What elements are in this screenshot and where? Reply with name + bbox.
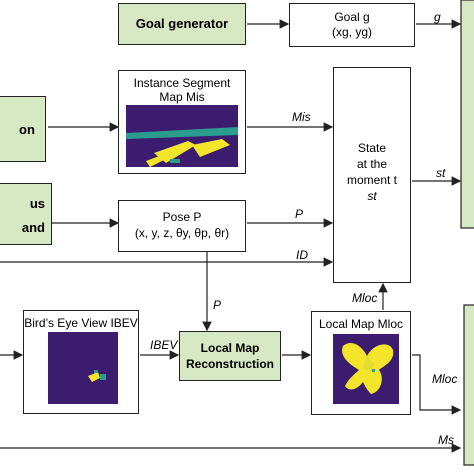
state-box: State at the moment t st <box>333 67 411 283</box>
goal-coords: (xg, yg) <box>331 25 372 39</box>
local-map-image <box>333 334 399 404</box>
local-recon-line-2: Reconstruction <box>185 357 274 371</box>
bev-map-image <box>48 332 118 404</box>
label-m-s: Ms <box>438 433 454 447</box>
label-i-d: ID <box>296 248 308 262</box>
local-recon-line-1: Local Map <box>200 341 260 355</box>
state-line-3: moment t <box>346 173 397 187</box>
arrow-localmap-out <box>412 354 462 415</box>
left-partial-box-2-text-1: us <box>29 196 45 211</box>
left-partial-box-1-text: on <box>19 122 35 137</box>
label-p-right: P <box>295 207 304 221</box>
right-green-box-top <box>460 0 474 229</box>
label-g: g <box>434 10 441 24</box>
instance-title: Instance Segment <box>133 76 231 90</box>
goal-box: Goal g (xg, yg) <box>289 3 415 47</box>
left-partial-box-2: us and <box>0 183 52 245</box>
local-map-title: Local Map Mloc <box>318 317 404 331</box>
goal-generator-label: Goal generator <box>135 16 229 31</box>
instance-subtitle: Map Mis <box>159 90 205 104</box>
local-map-reconstruction-box: Local Map Reconstruction <box>179 331 281 381</box>
label-m-is: Mis <box>292 110 311 124</box>
left-partial-box-2-text-2: and <box>21 220 45 235</box>
right-green-box-bottom <box>463 304 474 466</box>
label-i-bev: IBEV <box>150 338 178 352</box>
instance-segment-map-image <box>126 105 238 167</box>
pose-title: Pose P <box>162 210 202 224</box>
left-partial-box-1: on <box>0 96 46 162</box>
label-m-loc-up: Mloc <box>352 291 378 305</box>
state-line-1: State <box>357 141 387 155</box>
pose-box: Pose P (x, y, z, θy, θp, θr) <box>118 200 246 252</box>
goal-generator-box: Goal generator <box>118 3 246 45</box>
goal-title: Goal g <box>334 10 370 24</box>
state-line-2: at the <box>356 157 388 171</box>
label-m-loc-right: Mloc <box>432 372 458 386</box>
pose-vars: (x, y, z, θy, θp, θr) <box>134 226 230 240</box>
bev-title: Bird’s Eye View IBEV <box>24 316 138 330</box>
state-line-4: st <box>367 189 377 203</box>
label-p-down: P <box>213 298 222 312</box>
label-s-t: st <box>436 166 446 180</box>
